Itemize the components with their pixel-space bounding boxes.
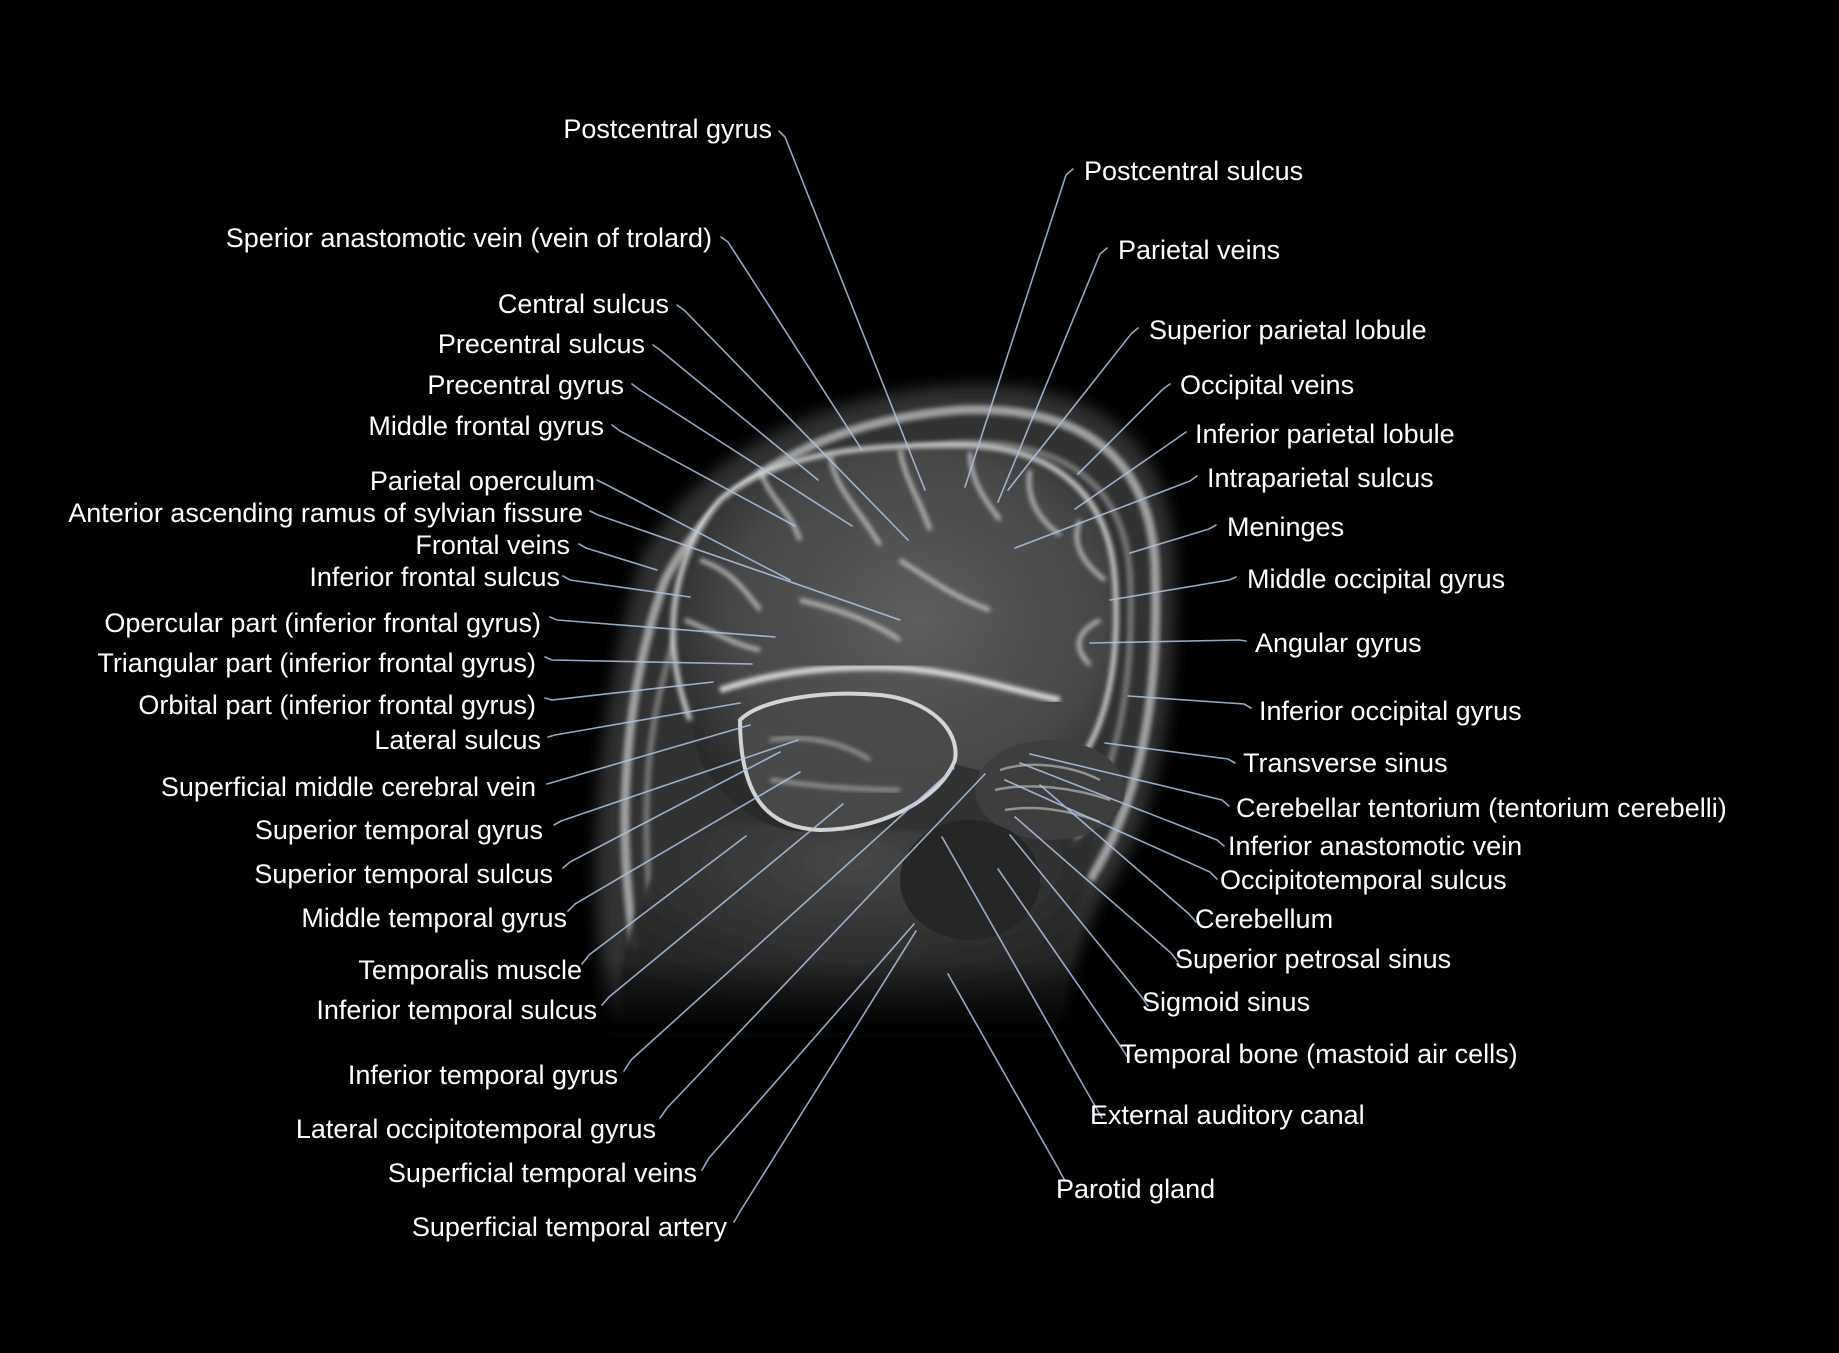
label-postcentral-sulcus: Postcentral sulcus — [1084, 156, 1303, 186]
label-superior-temporal-sulcus: Superior temporal sulcus — [254, 859, 553, 889]
label-occipital-veins: Occipital veins — [1180, 370, 1354, 400]
label-middle-frontal-gyrus: Middle frontal gyrus — [368, 411, 604, 441]
label-middle-occipital-gyrus: Middle occipital gyrus — [1247, 564, 1505, 594]
scalp-rim — [620, 405, 1161, 951]
label-inferior-frontal-sulcus: Inferior frontal sulcus — [309, 562, 560, 592]
label-temporalis-muscle: Temporalis muscle — [358, 955, 582, 985]
left-labels: Postcentral gyrus Sperior anastomotic ve… — [68, 114, 772, 1242]
label-middle-temporal-gyrus: Middle temporal gyrus — [301, 903, 567, 933]
label-superior-petrosal-sinus: Superior petrosal sinus — [1175, 944, 1451, 974]
cerebellum-shape — [975, 740, 1125, 840]
temporal-lobe — [737, 691, 958, 833]
label-lateral-occipitotemporal-gyrus: Lateral occipitotemporal gyrus — [296, 1114, 656, 1144]
label-central-sulcus: Central sulcus — [498, 289, 669, 319]
label-superior-anastomotic-vein: Sperior anastomotic vein (vein of trolar… — [226, 223, 712, 253]
label-inferior-anastomotic-vein: Inferior anastomotic vein — [1228, 831, 1522, 861]
label-inferior-parietal-lobule: Inferior parietal lobule — [1195, 419, 1455, 449]
leader-lines — [544, 130, 1252, 1223]
label-superficial-middle-cerebral-vein: Superficial middle cerebral vein — [161, 772, 536, 802]
label-superficial-temporal-veins: Superficial temporal veins — [388, 1158, 697, 1188]
label-superficial-temporal-artery: Superficial temporal artery — [412, 1212, 728, 1242]
label-parietal-veins: Parietal veins — [1118, 235, 1280, 265]
label-angular-gyrus: Angular gyrus — [1255, 628, 1422, 658]
label-meninges: Meninges — [1227, 512, 1344, 542]
label-external-auditory-canal: External auditory canal — [1090, 1100, 1365, 1130]
mastoid-region — [900, 820, 1040, 940]
label-parietal-operculum: Parietal operculum — [370, 466, 595, 496]
label-intraparietal-sulcus: Intraparietal sulcus — [1207, 463, 1434, 493]
label-parotid-gland: Parotid gland — [1056, 1174, 1215, 1204]
sylvian-fissure — [719, 664, 1061, 703]
label-inferior-temporal-gyrus: Inferior temporal gyrus — [348, 1060, 618, 1090]
label-layer: Postcentral gyrus Sperior anastomotic ve… — [68, 114, 1726, 1242]
label-anterior-ascending-ramus: Anterior ascending ramus of sylvian fiss… — [68, 498, 583, 528]
label-precentral-gyrus: Precentral gyrus — [427, 370, 624, 400]
label-cerebellum: Cerebellum — [1195, 904, 1333, 934]
label-temporal-bone: Temporal bone (mastoid air cells) — [1120, 1039, 1518, 1069]
scan-bottom-fade — [600, 960, 1080, 1025]
label-lateral-sulcus: Lateral sulcus — [374, 725, 541, 755]
brain-outline — [670, 442, 1119, 762]
label-sigmoid-sinus: Sigmoid sinus — [1142, 987, 1310, 1017]
label-inferior-occipital-gyrus: Inferior occipital gyrus — [1259, 696, 1522, 726]
label-superior-parietal-lobule: Superior parietal lobule — [1149, 315, 1427, 345]
right-labels: Postcentral sulcus Parietal veins Superi… — [1056, 156, 1727, 1204]
label-superior-temporal-gyrus: Superior temporal gyrus — [255, 815, 543, 845]
label-occipitotemporal-sulcus: Occipitotemporal sulcus — [1220, 865, 1507, 895]
label-triangular-part: Triangular part (inferior frontal gyrus) — [97, 648, 536, 678]
mri-scan-image — [590, 384, 1176, 1033]
label-frontal-veins: Frontal veins — [415, 530, 570, 560]
label-orbital-part: Orbital part (inferior frontal gyrus) — [138, 690, 536, 720]
label-opercular-part: Opercular part (inferior frontal gyrus) — [104, 608, 541, 638]
gyral-folds — [684, 449, 1107, 667]
label-precentral-sulcus: Precentral sulcus — [438, 329, 645, 359]
label-transverse-sinus: Transverse sinus — [1243, 748, 1448, 778]
scan-cutoff — [590, 1025, 1090, 1033]
label-cerebellar-tentorium: Cerebellar tentorium (tentorium cerebell… — [1236, 793, 1727, 823]
label-inferior-temporal-sulcus: Inferior temporal sulcus — [316, 995, 597, 1025]
label-postcentral-gyrus: Postcentral gyrus — [563, 114, 772, 144]
